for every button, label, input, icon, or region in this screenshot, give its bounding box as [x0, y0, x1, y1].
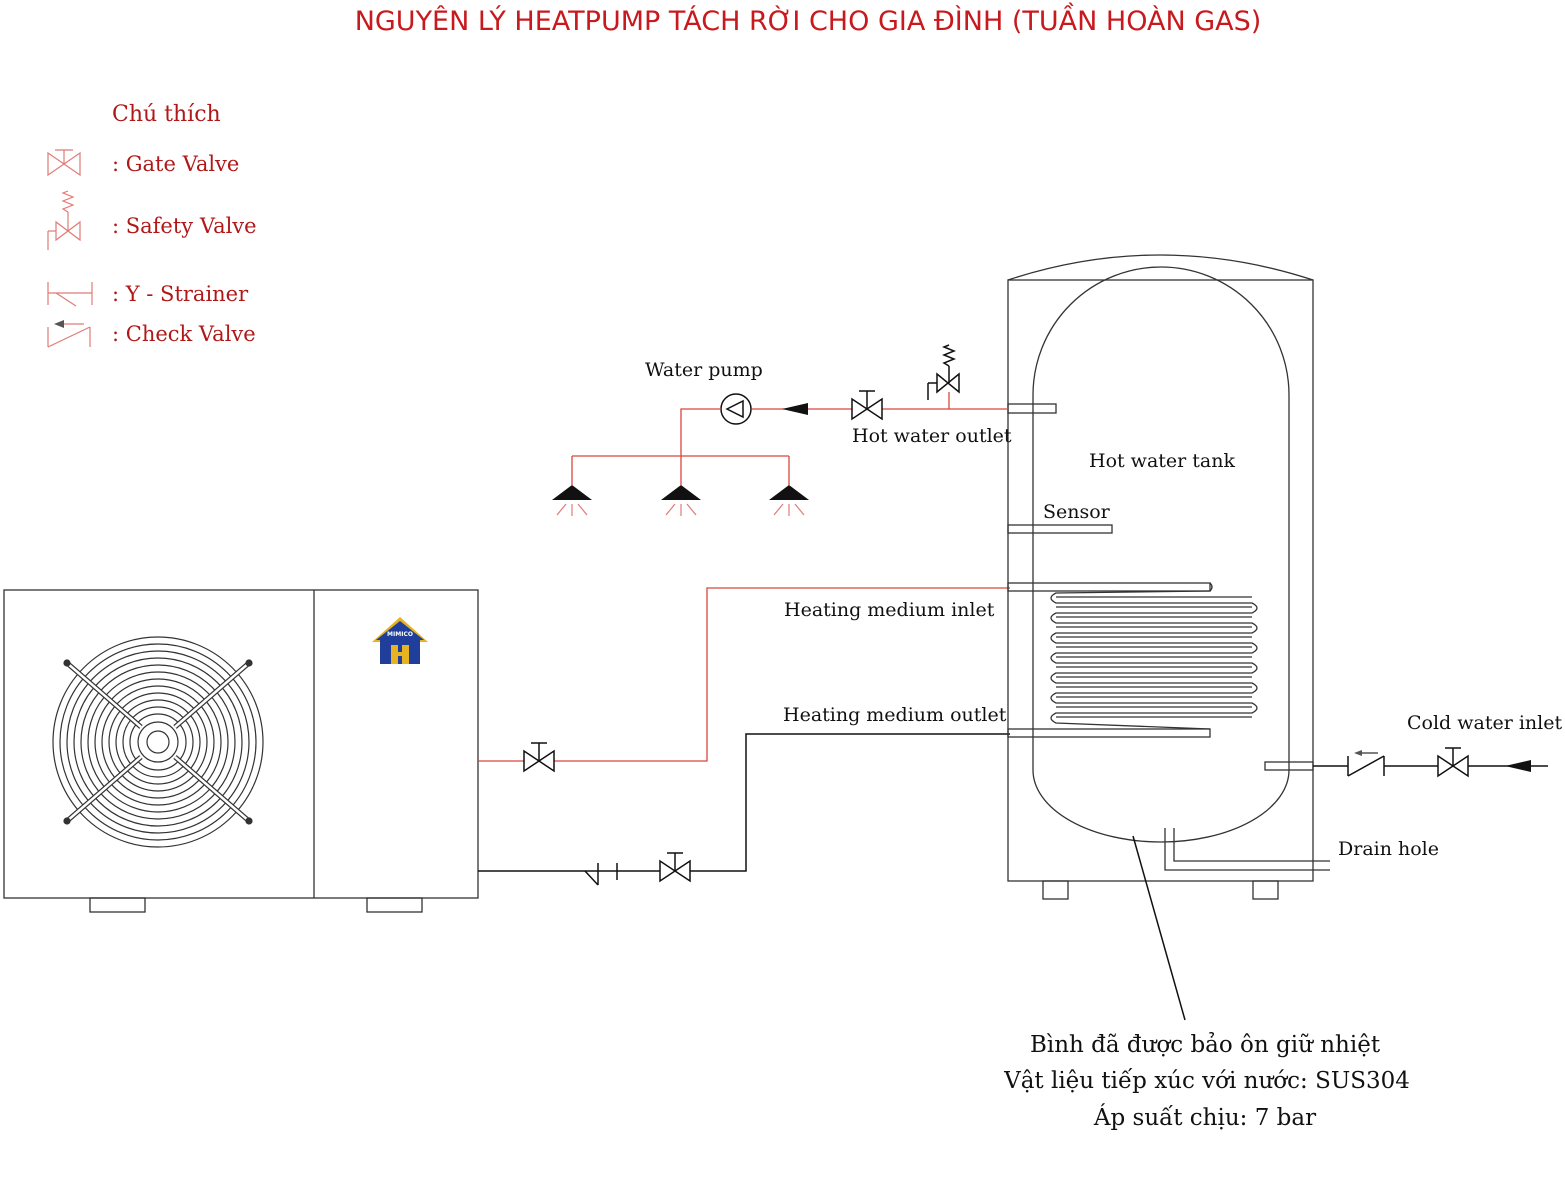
legend: Chú thích : Gate Valve : Safety Valve : …: [47, 102, 257, 348]
tank-note: Bình đã được bảo ôn giữ nhiệt Vật liệu t…: [1003, 1032, 1410, 1131]
tank-note-line-1: Bình đã được bảo ôn giữ nhiệt: [1030, 1032, 1381, 1058]
legend-gate-valve-label: : Gate Valve: [112, 152, 239, 176]
shower-head-icon: [769, 485, 809, 516]
heating-medium-inlet-pipe: [478, 587, 1010, 773]
tank-note-line-2: Vật liệu tiếp xúc với nước: SUS304: [1003, 1068, 1410, 1094]
note-leader-line: [1132, 835, 1186, 1021]
fan-grille-icon: [52, 636, 264, 848]
hot-water-outlet-label: Hot water outlet: [852, 425, 1012, 447]
water-pump-icon: [720, 393, 752, 425]
heating-medium-outlet-pipe: [478, 733, 1010, 886]
gate-valve-icon: [1437, 747, 1469, 778]
check-valve-icon: [1347, 750, 1385, 777]
flow-arrow-icon: [1505, 760, 1531, 772]
heating-medium-outlet-label: Heating medium outlet: [783, 704, 1007, 726]
sensor-label: Sensor: [1043, 501, 1111, 523]
water-pump-label: Water pump: [645, 359, 763, 381]
shower-head-icon: [552, 485, 592, 516]
flow-arrow-icon: [782, 403, 808, 415]
mimico-logo: MIMICO: [372, 617, 428, 664]
heating-coil-icon: [1050, 582, 1258, 730]
gate-valve-icon: [851, 390, 883, 421]
safety-valve-icon: [927, 344, 960, 409]
gate-valve-icon: [659, 852, 691, 883]
gate-valve-icon: [523, 742, 555, 773]
legend-gate-valve-icon: [47, 149, 81, 177]
legend-safety-valve-icon: [47, 190, 81, 250]
hot-water-tank-label: Hot water tank: [1089, 450, 1235, 472]
heat-pump-unit: MIMICO: [3, 589, 479, 913]
y-strainer-icon: [584, 863, 618, 886]
legend-y-strainer-label: : Y - Strainer: [112, 282, 249, 306]
legend-check-valve-icon: [47, 320, 91, 348]
tank-note-line-3: Áp suất chịu: 7 bar: [1093, 1104, 1316, 1131]
diagram-title: NGUYÊN LÝ HEATPUMP TÁCH RỜI CHO GIA ĐÌNH…: [355, 2, 1262, 37]
drain-hole-label: Drain hole: [1338, 838, 1439, 860]
legend-safety-valve-label: : Safety Valve: [112, 214, 257, 238]
legend-check-valve-label: : Check Valve: [112, 322, 256, 346]
legend-heading: Chú thích: [112, 102, 221, 127]
hot-water-outlet-pipe: [552, 344, 1008, 516]
heating-medium-inlet-label: Heating medium inlet: [784, 599, 995, 621]
logo-text: MIMICO: [387, 631, 413, 638]
cold-water-inlet-pipe: [1313, 747, 1548, 778]
hot-water-tank: [1007, 254, 1330, 900]
shower-head-icon: [661, 485, 701, 516]
legend-y-strainer-icon: [47, 282, 93, 307]
cold-water-inlet-label: Cold water inlet: [1407, 712, 1562, 734]
